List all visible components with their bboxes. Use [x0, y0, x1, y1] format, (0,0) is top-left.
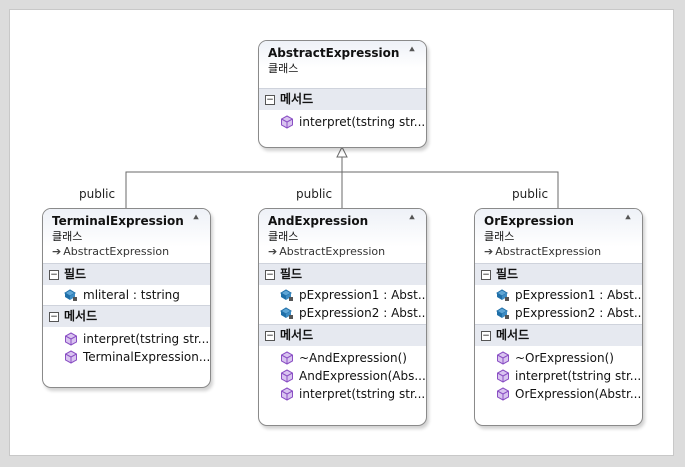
relation-label-terminal: public	[79, 187, 116, 201]
collapse-toggle-icon[interactable]: −	[265, 331, 275, 341]
method-icon	[280, 387, 294, 401]
section-title: 메서드	[496, 328, 530, 342]
class-name: AndExpression	[268, 214, 369, 228]
method-icon	[64, 350, 78, 364]
class-kind: 클래스	[484, 230, 515, 243]
member-text: interpret(tstring str...	[83, 332, 210, 346]
member-row[interactable]: interpret(tstring str...	[259, 385, 426, 403]
class-name: TerminalExpression	[52, 214, 184, 228]
inherits-arrow-icon: ➔	[484, 245, 494, 258]
member-text: ~OrExpression()	[515, 351, 614, 365]
field-icon	[64, 288, 78, 302]
member-text: interpret(tstring str...	[299, 115, 426, 129]
inheritance-connectors	[125, 145, 559, 209]
section-title: 필드	[280, 267, 303, 281]
base-class-name: AbstractExpression	[279, 245, 386, 258]
member-row[interactable]: pExpression1 : Abst...	[475, 286, 642, 304]
method-icon	[496, 351, 510, 365]
base-class-name: AbstractExpression	[495, 245, 602, 258]
collapse-chevron-icon[interactable]: ⯅︎	[624, 213, 632, 224]
member-row[interactable]: OrExpression(Abstr...	[475, 385, 642, 403]
member-text: pExpression1 : Abst...	[299, 288, 426, 302]
section-title: 메서드	[64, 309, 98, 323]
member-row[interactable]: interpret(tstring str...	[43, 330, 210, 348]
class-kind: 클래스	[268, 62, 299, 75]
section-header-fields[interactable]: −필드	[475, 263, 642, 285]
inherits-arrow-icon: ➔	[268, 245, 278, 258]
section-header-methods[interactable]: −메서드	[475, 324, 642, 346]
method-icon	[496, 369, 510, 383]
section-header-methods[interactable]: −메서드	[259, 88, 426, 110]
inheritance-arrowhead	[336, 145, 348, 158]
member-row[interactable]: TerminalExpression...	[43, 348, 210, 366]
member-row[interactable]: pExpression2 : Abst...	[259, 304, 426, 322]
section-title: 메서드	[280, 92, 314, 106]
member-text: interpret(tstring str...	[515, 369, 642, 383]
collapse-toggle-icon[interactable]: −	[481, 270, 491, 280]
class-header[interactable]: OrExpression 클래스 ➔AbstractExpression ⯅︎	[475, 209, 642, 263]
class-header[interactable]: AndExpression 클래스 ➔AbstractExpression ⯅︎	[259, 209, 426, 263]
field-icon	[496, 288, 510, 302]
base-class-label: ➔AbstractExpression	[52, 244, 202, 260]
member-text: AndExpression(Abs...	[299, 369, 426, 383]
field-icon	[496, 306, 510, 320]
class-box-and-expression[interactable]: AndExpression 클래스 ➔AbstractExpression ⯅︎…	[258, 208, 427, 426]
class-kind: 클래스	[268, 230, 299, 243]
section-header-methods[interactable]: −메서드	[259, 324, 426, 346]
class-header[interactable]: TerminalExpression 클래스 ➔AbstractExpressi…	[43, 209, 210, 263]
relation-label-and: public	[296, 187, 333, 201]
class-box-terminal-expression[interactable]: TerminalExpression 클래스 ➔AbstractExpressi…	[42, 208, 211, 388]
class-header[interactable]: AbstractExpression 클래스 ⯅︎	[259, 41, 426, 79]
base-class-name: AbstractExpression	[63, 245, 170, 258]
member-row[interactable]: pExpression1 : Abst...	[259, 286, 426, 304]
relation-label-or: public	[512, 187, 549, 201]
method-icon	[64, 332, 78, 346]
member-text: pExpression2 : Abst...	[299, 306, 426, 320]
class-diagram-canvas[interactable]: public public public AbstractExpression …	[9, 9, 674, 456]
section-title: 필드	[496, 267, 519, 281]
member-row[interactable]: ~OrExpression()	[475, 349, 642, 367]
collapse-chevron-icon[interactable]: ⯅︎	[192, 213, 200, 224]
class-box-abstract-expression[interactable]: AbstractExpression 클래스 ⯅︎ −메서드 interpret…	[258, 40, 427, 148]
class-name: OrExpression	[484, 214, 574, 228]
section-header-fields[interactable]: −필드	[259, 263, 426, 285]
member-text: TerminalExpression...	[83, 350, 210, 364]
collapse-toggle-icon[interactable]: −	[49, 270, 59, 280]
section-header-fields[interactable]: −필드	[43, 263, 210, 285]
section-title: 메서드	[280, 328, 314, 342]
field-icon	[280, 306, 294, 320]
member-row[interactable]: interpret(tstring str...	[475, 367, 642, 385]
collapse-chevron-icon[interactable]: ⯅︎	[408, 213, 416, 224]
section-title: 필드	[64, 267, 87, 281]
class-box-or-expression[interactable]: OrExpression 클래스 ➔AbstractExpression ⯅︎ …	[474, 208, 643, 426]
method-icon	[280, 369, 294, 383]
member-row[interactable]: interpret(tstring str...	[259, 113, 426, 131]
collapse-toggle-icon[interactable]: −	[481, 331, 491, 341]
member-text: ~AndExpression()	[299, 351, 407, 365]
method-icon	[280, 351, 294, 365]
member-row[interactable]: mliteral : tstring	[43, 286, 210, 304]
collapse-toggle-icon[interactable]: −	[265, 270, 275, 280]
member-text: mliteral : tstring	[83, 288, 180, 302]
field-icon	[280, 288, 294, 302]
member-text: OrExpression(Abstr...	[515, 387, 642, 401]
method-icon	[280, 115, 294, 129]
member-row[interactable]: ~AndExpression()	[259, 349, 426, 367]
member-text: pExpression1 : Abst...	[515, 288, 642, 302]
base-class-label: ➔AbstractExpression	[484, 244, 634, 260]
member-text: pExpression2 : Abst...	[515, 306, 642, 320]
collapse-toggle-icon[interactable]: −	[265, 95, 275, 105]
collapse-toggle-icon[interactable]: −	[49, 312, 59, 322]
method-icon	[496, 387, 510, 401]
collapse-chevron-icon[interactable]: ⯅︎	[408, 45, 416, 56]
section-header-methods[interactable]: −메서드	[43, 305, 210, 327]
base-class-label: ➔AbstractExpression	[268, 244, 418, 260]
inherits-arrow-icon: ➔	[52, 245, 62, 258]
member-row[interactable]: pExpression2 : Abst...	[475, 304, 642, 322]
member-row[interactable]: AndExpression(Abs...	[259, 367, 426, 385]
class-kind: 클래스	[52, 230, 83, 243]
class-name: AbstractExpression	[268, 46, 400, 60]
member-text: interpret(tstring str...	[299, 387, 426, 401]
